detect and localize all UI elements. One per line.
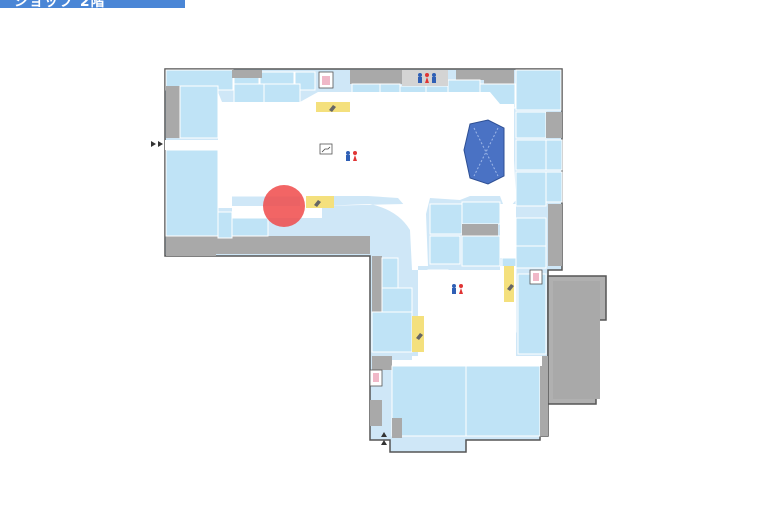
shop[interactable] [515, 139, 547, 171]
shop[interactable] [461, 235, 501, 267]
shop[interactable] [515, 217, 547, 247]
corridor [232, 108, 318, 118]
shop[interactable] [217, 211, 233, 239]
restroom-icon[interactable] [346, 151, 357, 161]
rest-area[interactable] [504, 266, 514, 302]
corridor [500, 204, 516, 258]
annex-block [553, 281, 600, 399]
shop[interactable] [545, 171, 563, 203]
shop[interactable] [515, 245, 547, 269]
shop[interactable] [371, 311, 413, 353]
rest-area-icon [507, 284, 514, 291]
shop[interactable] [545, 139, 563, 171]
service-area [370, 400, 382, 426]
floor-label: ショップ 2階 [14, 0, 106, 8]
shop[interactable] [231, 217, 269, 237]
service-area [548, 204, 562, 266]
corridor [316, 152, 320, 196]
curved-corridor [320, 204, 540, 366]
service-area [456, 70, 484, 80]
shop[interactable] [429, 235, 461, 265]
shop[interactable] [465, 365, 541, 437]
shop[interactable] [515, 111, 547, 139]
service-area [546, 112, 562, 138]
elevator-icon[interactable] [318, 71, 334, 89]
escalator-icon[interactable] [319, 143, 333, 155]
restroom-icon[interactable] [418, 73, 436, 83]
atrium-escalator [463, 119, 505, 185]
rest-area-icon [329, 105, 336, 112]
atrium-line [473, 127, 499, 177]
service-area [540, 356, 548, 436]
service-area [462, 224, 498, 236]
shop[interactable] [233, 83, 265, 105]
elevator-icon[interactable] [369, 369, 383, 387]
service-area [350, 70, 402, 84]
service-area [166, 86, 180, 138]
rest-area[interactable] [412, 316, 424, 352]
service-area [392, 418, 402, 438]
service-area [484, 70, 514, 84]
rest-area-icon [416, 333, 423, 340]
shop[interactable] [515, 69, 562, 111]
service-area [168, 236, 370, 254]
entrance-arrow-icon[interactable] [381, 432, 387, 445]
restroom-icon[interactable] [452, 284, 463, 294]
corridor [316, 108, 456, 116]
corridor [452, 108, 466, 192]
shop[interactable] [179, 85, 219, 139]
main-corridor [165, 92, 516, 266]
entrance-arrow-icon[interactable] [151, 141, 163, 147]
shop[interactable] [391, 365, 467, 437]
current-location-marker [263, 185, 305, 227]
shop[interactable] [165, 149, 219, 237]
restroom-block [402, 70, 448, 86]
service-area [372, 356, 392, 370]
atrium-line [473, 127, 499, 177]
service-area [372, 256, 382, 312]
shop[interactable] [263, 83, 301, 105]
corridor [412, 356, 542, 366]
service-area [232, 70, 262, 78]
shop[interactable] [461, 201, 501, 225]
shop[interactable] [381, 257, 399, 289]
shop[interactable] [517, 273, 547, 355]
floor-tab[interactable]: ショップ 2階 [0, 0, 185, 8]
elevator-icon[interactable] [529, 269, 543, 285]
shop[interactable] [515, 171, 547, 207]
rest-area-icon [314, 200, 321, 207]
shop[interactable] [429, 203, 463, 235]
